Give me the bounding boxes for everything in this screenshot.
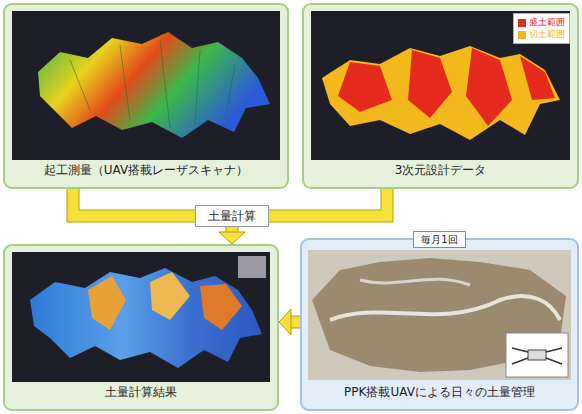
arrow-head [279, 309, 291, 335]
fill-area [408, 50, 452, 118]
flow-bar [73, 188, 196, 216]
bar-fill [268, 188, 387, 216]
process-box: 土量計算 [195, 205, 269, 227]
caption: PPK搭載UAVによる日々の土量管理 [344, 384, 535, 400]
legend-row: 切土範囲 [518, 29, 565, 40]
panel-fill [3, 3, 289, 189]
legend-swatch [518, 19, 526, 27]
result-terrain [30, 268, 262, 368]
legend-row: 盛土範囲 [518, 17, 565, 28]
result-patch [200, 284, 242, 330]
site-road [360, 279, 470, 285]
result-panel: 土量計算結果 [3, 244, 279, 411]
legend-label: 切土範囲 [529, 29, 565, 40]
screen [12, 252, 270, 382]
caption: 土量計算結果 [105, 384, 177, 400]
bar-outline [73, 188, 196, 216]
site-road [330, 296, 560, 320]
bar-fill [227, 227, 238, 232]
fill-area [338, 62, 392, 112]
panel-fill [3, 244, 279, 411]
caption: 土量計算 [208, 208, 256, 224]
drone-inset [506, 333, 568, 377]
design-terrain [322, 46, 560, 140]
arrow-head [219, 232, 245, 244]
bar-fill [291, 317, 300, 328]
screen [311, 11, 570, 160]
survey-panel: 起工測量（UAV搭載レーザスキャナ） [3, 3, 289, 189]
frequency-tag: 毎月1回 [413, 231, 465, 248]
legend: 盛土範囲切土範囲 [513, 13, 570, 44]
screen [12, 11, 280, 160]
panel-fill [300, 238, 579, 411]
monitoring-panel: 毎月1回PPK搭載UAVによる日々の土量管理 [300, 238, 579, 411]
result-patch [88, 276, 126, 330]
bar-outline [291, 316, 300, 329]
photo [308, 250, 571, 380]
panel-fill [302, 3, 579, 189]
site-terrain [312, 258, 566, 372]
bar-outline [268, 188, 387, 216]
flow-bar [219, 227, 245, 244]
flow-bar [279, 309, 300, 335]
bar-outline [226, 227, 239, 232]
drone-body [528, 350, 546, 360]
drone-arm [512, 348, 562, 364]
terrain-scan [38, 32, 270, 138]
fill-area [466, 48, 512, 126]
toolbar [238, 256, 266, 278]
caption: 3次元設計データ [395, 162, 487, 178]
terrain-ridge [70, 40, 235, 128]
bar-fill [73, 188, 196, 216]
caption: 起工測量（UAV搭載レーザスキャナ） [44, 162, 248, 178]
legend-swatch [518, 31, 526, 39]
flow-bar [268, 188, 387, 216]
legend-label: 盛土範囲 [529, 17, 565, 28]
result-patch [150, 272, 190, 320]
fill-area [520, 56, 555, 100]
